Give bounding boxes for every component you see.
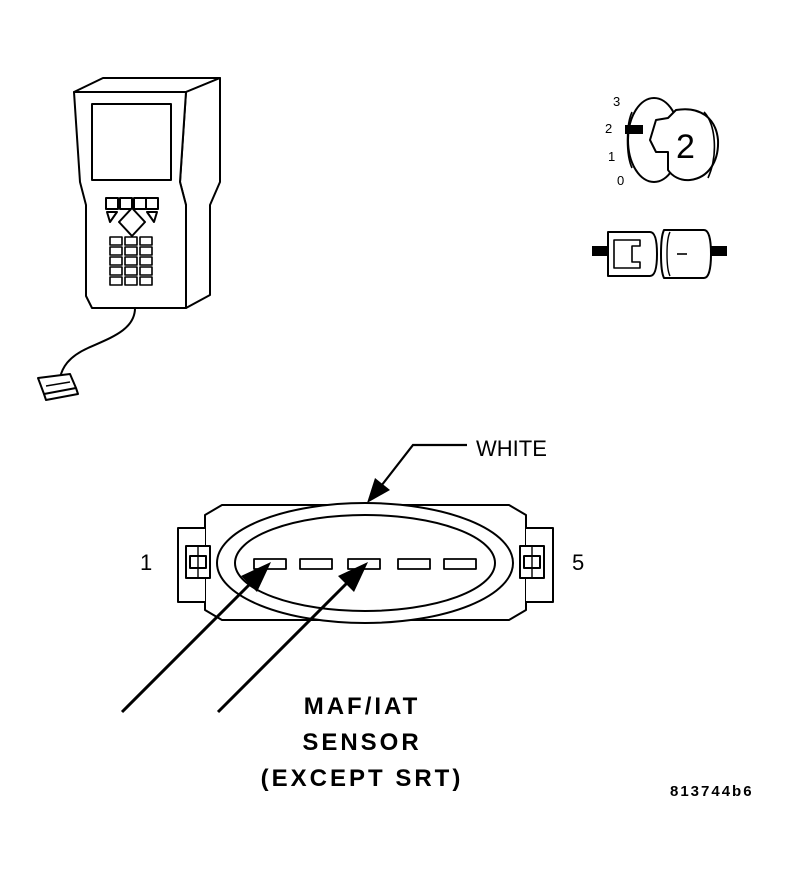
key-position-3: 3 bbox=[613, 94, 620, 109]
probe-arrow-pin-1 bbox=[120, 562, 271, 714]
wire-color-label: WHITE bbox=[476, 436, 547, 461]
key-position-0: 0 bbox=[617, 173, 624, 188]
key-pointer bbox=[625, 125, 643, 134]
pin-number-end: 5 bbox=[572, 550, 584, 575]
figure-reference: 813744b6 bbox=[670, 783, 754, 800]
key-number: 2 bbox=[676, 128, 695, 166]
white-wire-leader: WHITE bbox=[367, 436, 547, 503]
sensor-label: MAF/IAT SENSOR (EXCEPT SRT) bbox=[261, 693, 464, 792]
scan-tool-icon bbox=[37, 77, 221, 401]
key-position-1: 1 bbox=[608, 149, 615, 164]
sensor-connector-icon bbox=[177, 502, 554, 624]
sensor-label-line-2: SENSOR bbox=[302, 729, 421, 756]
pin-number-start: 1 bbox=[140, 550, 152, 575]
key-position-2: 2 bbox=[605, 121, 612, 136]
connector-disconnect-icon bbox=[592, 229, 727, 279]
probe-arrow-pin-3 bbox=[216, 562, 368, 714]
sensor-label-line-1: MAF/IAT bbox=[304, 693, 421, 720]
sensor-label-line-3: (EXCEPT SRT) bbox=[261, 765, 464, 792]
ignition-key-icon: 3 2 1 0 2 bbox=[605, 94, 720, 188]
